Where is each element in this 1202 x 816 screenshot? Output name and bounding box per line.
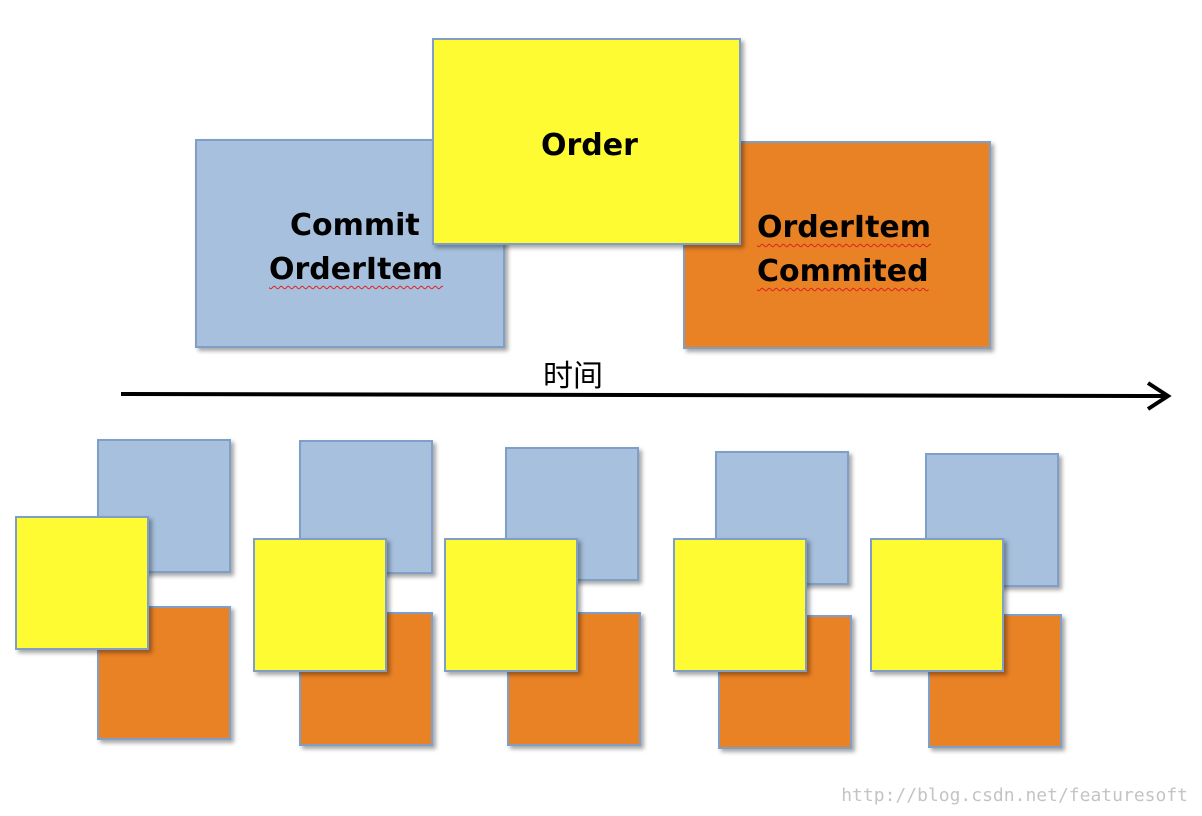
timeline-label: 时间 [543, 359, 603, 394]
snapshot-5-yellow [870, 538, 1004, 672]
snapshot-2-yellow [253, 538, 387, 672]
snapshot-1-yellow [15, 516, 149, 650]
committed-label: Commited [757, 254, 929, 289]
commit-label: Commit [290, 208, 420, 243]
snapshot-4-yellow [673, 538, 807, 672]
watermark-text: http://blog.csdn.net/featuresoft [841, 785, 1188, 806]
order-block [432, 38, 741, 245]
committed-orderitem-label: OrderItem [757, 210, 932, 245]
snapshot-3-yellow [444, 538, 578, 672]
timeline-arrow-shaft [120, 392, 1167, 398]
order-label: Order [541, 128, 638, 163]
commit-orderitem-label: OrderItem [269, 252, 444, 287]
timeline-arrow-head [1146, 381, 1172, 411]
